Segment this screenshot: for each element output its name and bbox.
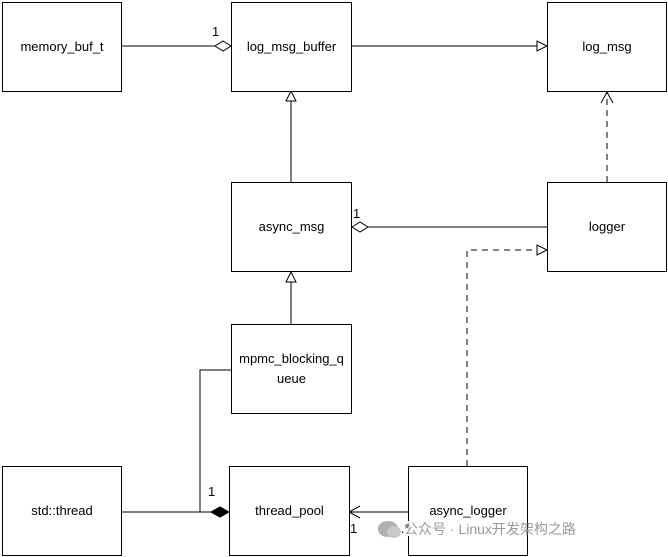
class-memory-buf-t: memory_buf_t: [2, 2, 122, 92]
inheritance-arrow-async-msg: [285, 270, 297, 283]
inheritance-arrow-log-msg: [536, 40, 549, 52]
wechat-icon: [378, 521, 401, 538]
aggregation-diamond-async-msg: [351, 221, 369, 233]
class-log-msg: log_msg: [547, 2, 667, 92]
edge-queue-to-thread-pool: [199, 369, 231, 512]
class-async-logger: async_logger: [408, 466, 528, 556]
watermark-text: 公众号 · Linux开发架构之路: [404, 521, 576, 537]
class-logger: logger: [547, 182, 667, 272]
class-thread-pool: thread_pool: [229, 466, 350, 556]
inheritance-arrow-log-msg-buffer: [285, 89, 297, 102]
class-name: memory_buf_t: [20, 39, 104, 54]
multiplicity-label: 1: [212, 24, 220, 39]
class-name: thread_pool: [255, 503, 324, 518]
composition-diamond-thread-pool: [209, 506, 231, 518]
class-log-msg-buffer: log_msg_buffer: [231, 2, 352, 92]
class-name: std::thread: [31, 503, 93, 518]
dependency-arrow-log-msg: [600, 90, 614, 104]
watermark: 公众号 · Linux开发架构之路: [378, 519, 576, 539]
class-std-thread: std::thread: [2, 466, 122, 556]
realization-arrow-logger: [536, 244, 549, 256]
class-name: async_msg: [258, 219, 325, 234]
class-name: mpmc_blocking_q ueue: [239, 351, 344, 386]
class-name: log_msg_buffer: [246, 39, 337, 54]
multiplicity-label: 1: [350, 521, 358, 536]
class-name: logger: [588, 219, 626, 234]
class-mpmc-blocking-queue: mpmc_blocking_q ueue: [231, 324, 352, 414]
multiplicity-label: 1: [208, 484, 216, 499]
edge-async-logger-realizes-logger: [466, 249, 537, 466]
multiplicity-label: 1: [353, 206, 361, 221]
aggregation-diamond-log-msg-buffer: [214, 40, 232, 52]
class-name: async_logger: [429, 503, 507, 518]
class-async-msg: async_msg: [231, 182, 352, 272]
class-name: log_msg: [582, 39, 632, 54]
